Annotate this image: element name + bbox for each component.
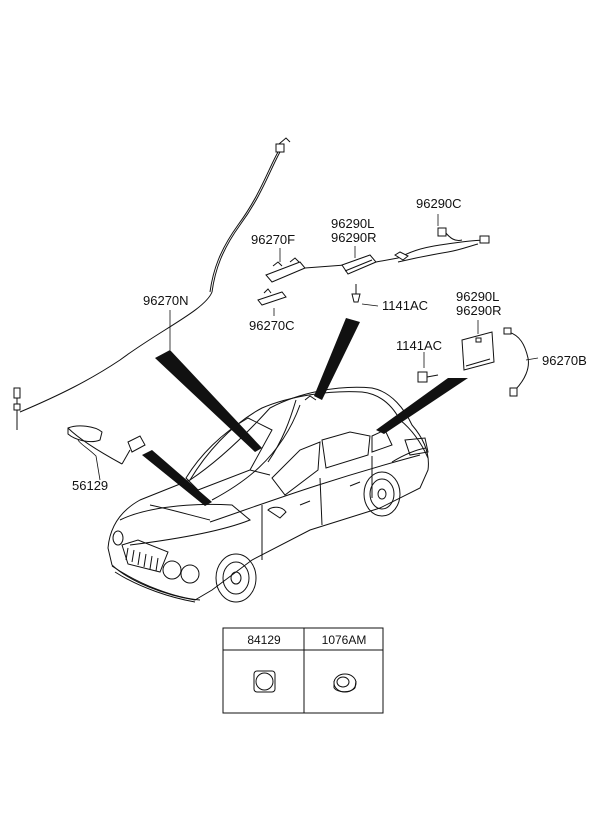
callout-bands — [142, 318, 468, 506]
part-1141AC-right — [417, 371, 439, 383]
part-96270B — [503, 327, 529, 397]
label-56129: 56129 — [72, 478, 108, 493]
part-96290-top — [341, 254, 399, 275]
table-header-1076AM: 1076AM — [322, 633, 367, 647]
callout-band-right — [376, 378, 468, 434]
label-96290C: 96290C — [416, 196, 462, 211]
parts-table — [222, 627, 384, 714]
label-96290R-top: 96290R — [331, 230, 377, 245]
label-96290R-right: 96290R — [456, 303, 502, 318]
harness-96270N — [19, 151, 281, 413]
label-96290L-top: 96290L — [331, 216, 374, 231]
label-96270N: 96270N — [143, 293, 189, 308]
table-header-84129: 84129 — [247, 633, 281, 647]
label-96270B: 96270B — [542, 353, 587, 368]
wiring — [13, 137, 529, 501]
part-96290C — [394, 227, 490, 263]
part-1141AC-top — [351, 284, 361, 303]
label-96270F: 96270F — [251, 232, 295, 247]
label-1141AC-right: 1141AC — [396, 338, 442, 353]
callout-band-56129 — [142, 450, 212, 506]
part-96270F — [265, 257, 346, 283]
part-96290-right — [461, 331, 495, 371]
grommet-1076AM-icon — [333, 673, 357, 693]
label-96270C: 96270C — [249, 318, 295, 333]
leader-lines — [77, 214, 539, 481]
part-labels: 96270N 96270F 96270C 96290L 96290R 96290… — [72, 196, 587, 493]
callout-band-center — [314, 318, 360, 400]
car-illustration — [107, 386, 429, 603]
label-1141AC-top: 1141AC — [382, 298, 428, 313]
callout-band-96270N — [155, 350, 262, 452]
part-56129 — [67, 425, 146, 465]
label-96290L-right: 96290L — [456, 289, 499, 304]
part-96270C — [257, 288, 287, 306]
plug-84129-icon — [253, 670, 276, 693]
